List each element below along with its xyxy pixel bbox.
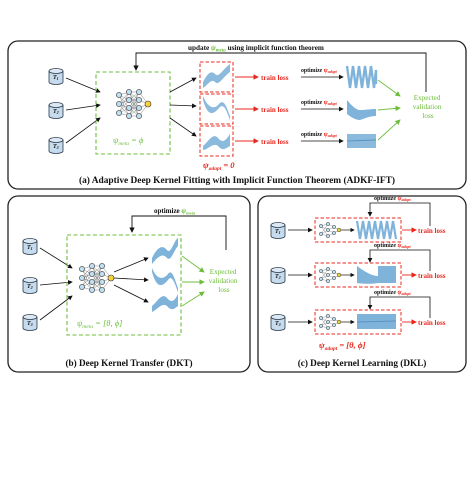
- svg-text:T1: T1: [27, 245, 33, 251]
- task-arrow: [65, 103, 101, 111]
- svg-text:T2: T2: [275, 274, 281, 280]
- adapt-box: [199, 93, 234, 125]
- optimize-loop-arrow: [367, 249, 431, 271]
- train-loss-label: train loss: [418, 319, 446, 327]
- panel-c-caption: (c) Deep Kernel Learning (DKL): [298, 358, 427, 368]
- green-arrow: [181, 291, 205, 307]
- gp-curve: [203, 96, 230, 120]
- optimize-label: optimize ψadapt: [374, 290, 412, 296]
- optimize-step: optimize ψadapt: [301, 132, 344, 144]
- optimize-step: optimize ψadapt: [301, 100, 344, 112]
- svg-text:T2: T2: [27, 284, 33, 290]
- task-2: T2: [270, 267, 286, 284]
- svg-text:T3: T3: [27, 321, 33, 327]
- optimize-label: optimize ψadapt: [374, 243, 412, 249]
- adapted-curve: [345, 65, 378, 89]
- green-arrow: [377, 105, 401, 112]
- task-1: T1: [270, 222, 286, 239]
- panel-b-caption: (b) Deep Kernel Transfer (DKT): [65, 358, 192, 368]
- task-3: T3: [48, 137, 64, 154]
- meta-equation: ψmeta = ϕ: [113, 135, 144, 147]
- task-arrow: [65, 77, 101, 93]
- optimize-label: optimize ψadapt: [301, 132, 338, 138]
- dkl-row-3: T3 optimize ψadapt train loss: [270, 290, 446, 335]
- adapt-equation: ψadapt = [θ, ϕ]: [319, 340, 366, 352]
- nn-arrow: [113, 277, 149, 283]
- adapt-box: [199, 125, 234, 157]
- green-arrow: [181, 255, 205, 273]
- task-3: T3: [270, 314, 286, 331]
- meta-box: [66, 234, 182, 336]
- adapted-curve-mean: [356, 320, 397, 323]
- train-loss-label: train loss: [418, 227, 446, 235]
- adapt-box: [199, 61, 234, 93]
- optimize-label: optimize ψadapt: [301, 100, 338, 106]
- gp-curve: [203, 134, 230, 150]
- update-label: update ψmeta using implicit function the…: [188, 44, 324, 54]
- task-1: T1: [22, 238, 38, 255]
- task-2: T2: [48, 102, 64, 119]
- panel-c: T1 optimize ψadapt train loss T2 optimiz…: [257, 195, 467, 373]
- dkl-row-1: T1 optimize ψadapt train loss: [270, 196, 446, 243]
- dkl-row-2: T2 optimize ψadapt train loss: [270, 243, 446, 288]
- nn-arrow: [169, 77, 197, 93]
- optimize-label: optimize ψadapt: [301, 68, 338, 74]
- neural-network-icon: [116, 89, 152, 119]
- meta-equation: ψmeta = [θ, ϕ]: [77, 318, 122, 330]
- svg-text:T3: T3: [275, 321, 281, 327]
- panel-b-frame: [7, 195, 251, 373]
- panel-a-frame: [7, 40, 467, 190]
- adapted-curve-band: [378, 266, 396, 283]
- neural-network-icon: [319, 267, 342, 283]
- train-loss-label: train loss: [418, 272, 446, 280]
- gp-curve: [203, 64, 230, 88]
- neural-network-icon: [319, 222, 342, 238]
- optimize-label: optimize ψadapt: [374, 196, 412, 202]
- svg-text:T3: T3: [53, 144, 59, 150]
- update-arrow: [133, 52, 427, 92]
- panel-a: update ψmeta using implicit function the…: [7, 40, 467, 190]
- green-arrow: [377, 79, 401, 97]
- expected-validation-loss: Expected validation loss: [413, 94, 444, 120]
- expected-validation-loss: Expected validation loss: [209, 268, 240, 294]
- nn-arrow: [169, 103, 197, 109]
- task-3: T3: [22, 314, 38, 331]
- svg-text:T2: T2: [53, 109, 59, 115]
- neural-network-icon: [319, 314, 342, 330]
- gp-curve: [152, 238, 178, 264]
- task-arrow: [39, 295, 73, 321]
- neural-network-icon: [79, 263, 115, 293]
- nn-arrow: [113, 257, 149, 273]
- gp-curve: [152, 268, 178, 292]
- optimize-meta-label: optimize ψmeta: [154, 207, 196, 216]
- task-2: T2: [22, 277, 38, 294]
- adapted-curve: [347, 100, 376, 120]
- gp-curve: [152, 294, 178, 312]
- optimize-step: optimize ψadapt: [301, 68, 344, 80]
- svg-text:T1: T1: [275, 229, 281, 235]
- task-arrow: [65, 117, 101, 144]
- green-arrow: [377, 119, 401, 141]
- panel-a-caption: (a) Adaptive Deep Kernel Fitting with Im…: [79, 175, 395, 186]
- train-loss-label: train loss: [261, 138, 289, 146]
- nn-arrow: [113, 284, 149, 303]
- optimize-loop-arrow: [367, 296, 431, 318]
- nn-arrow: [169, 117, 197, 137]
- optimize-loop-arrow: [367, 202, 431, 226]
- optimize-meta-arrow: [129, 215, 227, 250]
- task-1: T1: [48, 68, 64, 85]
- panel-c-frame: [257, 195, 467, 373]
- adapted-curve-mean: [346, 139, 377, 142]
- svg-text:T1: T1: [53, 75, 59, 81]
- adapted-curve: [355, 220, 398, 240]
- train-loss-label: train loss: [261, 106, 289, 114]
- panel-b: optimize ψmeta T1 T2 T3 ψmeta = [θ, ϕ]: [7, 195, 251, 373]
- train-loss-label: train loss: [261, 74, 289, 82]
- adapt-zero-equation: ψadapt = 0: [203, 160, 235, 172]
